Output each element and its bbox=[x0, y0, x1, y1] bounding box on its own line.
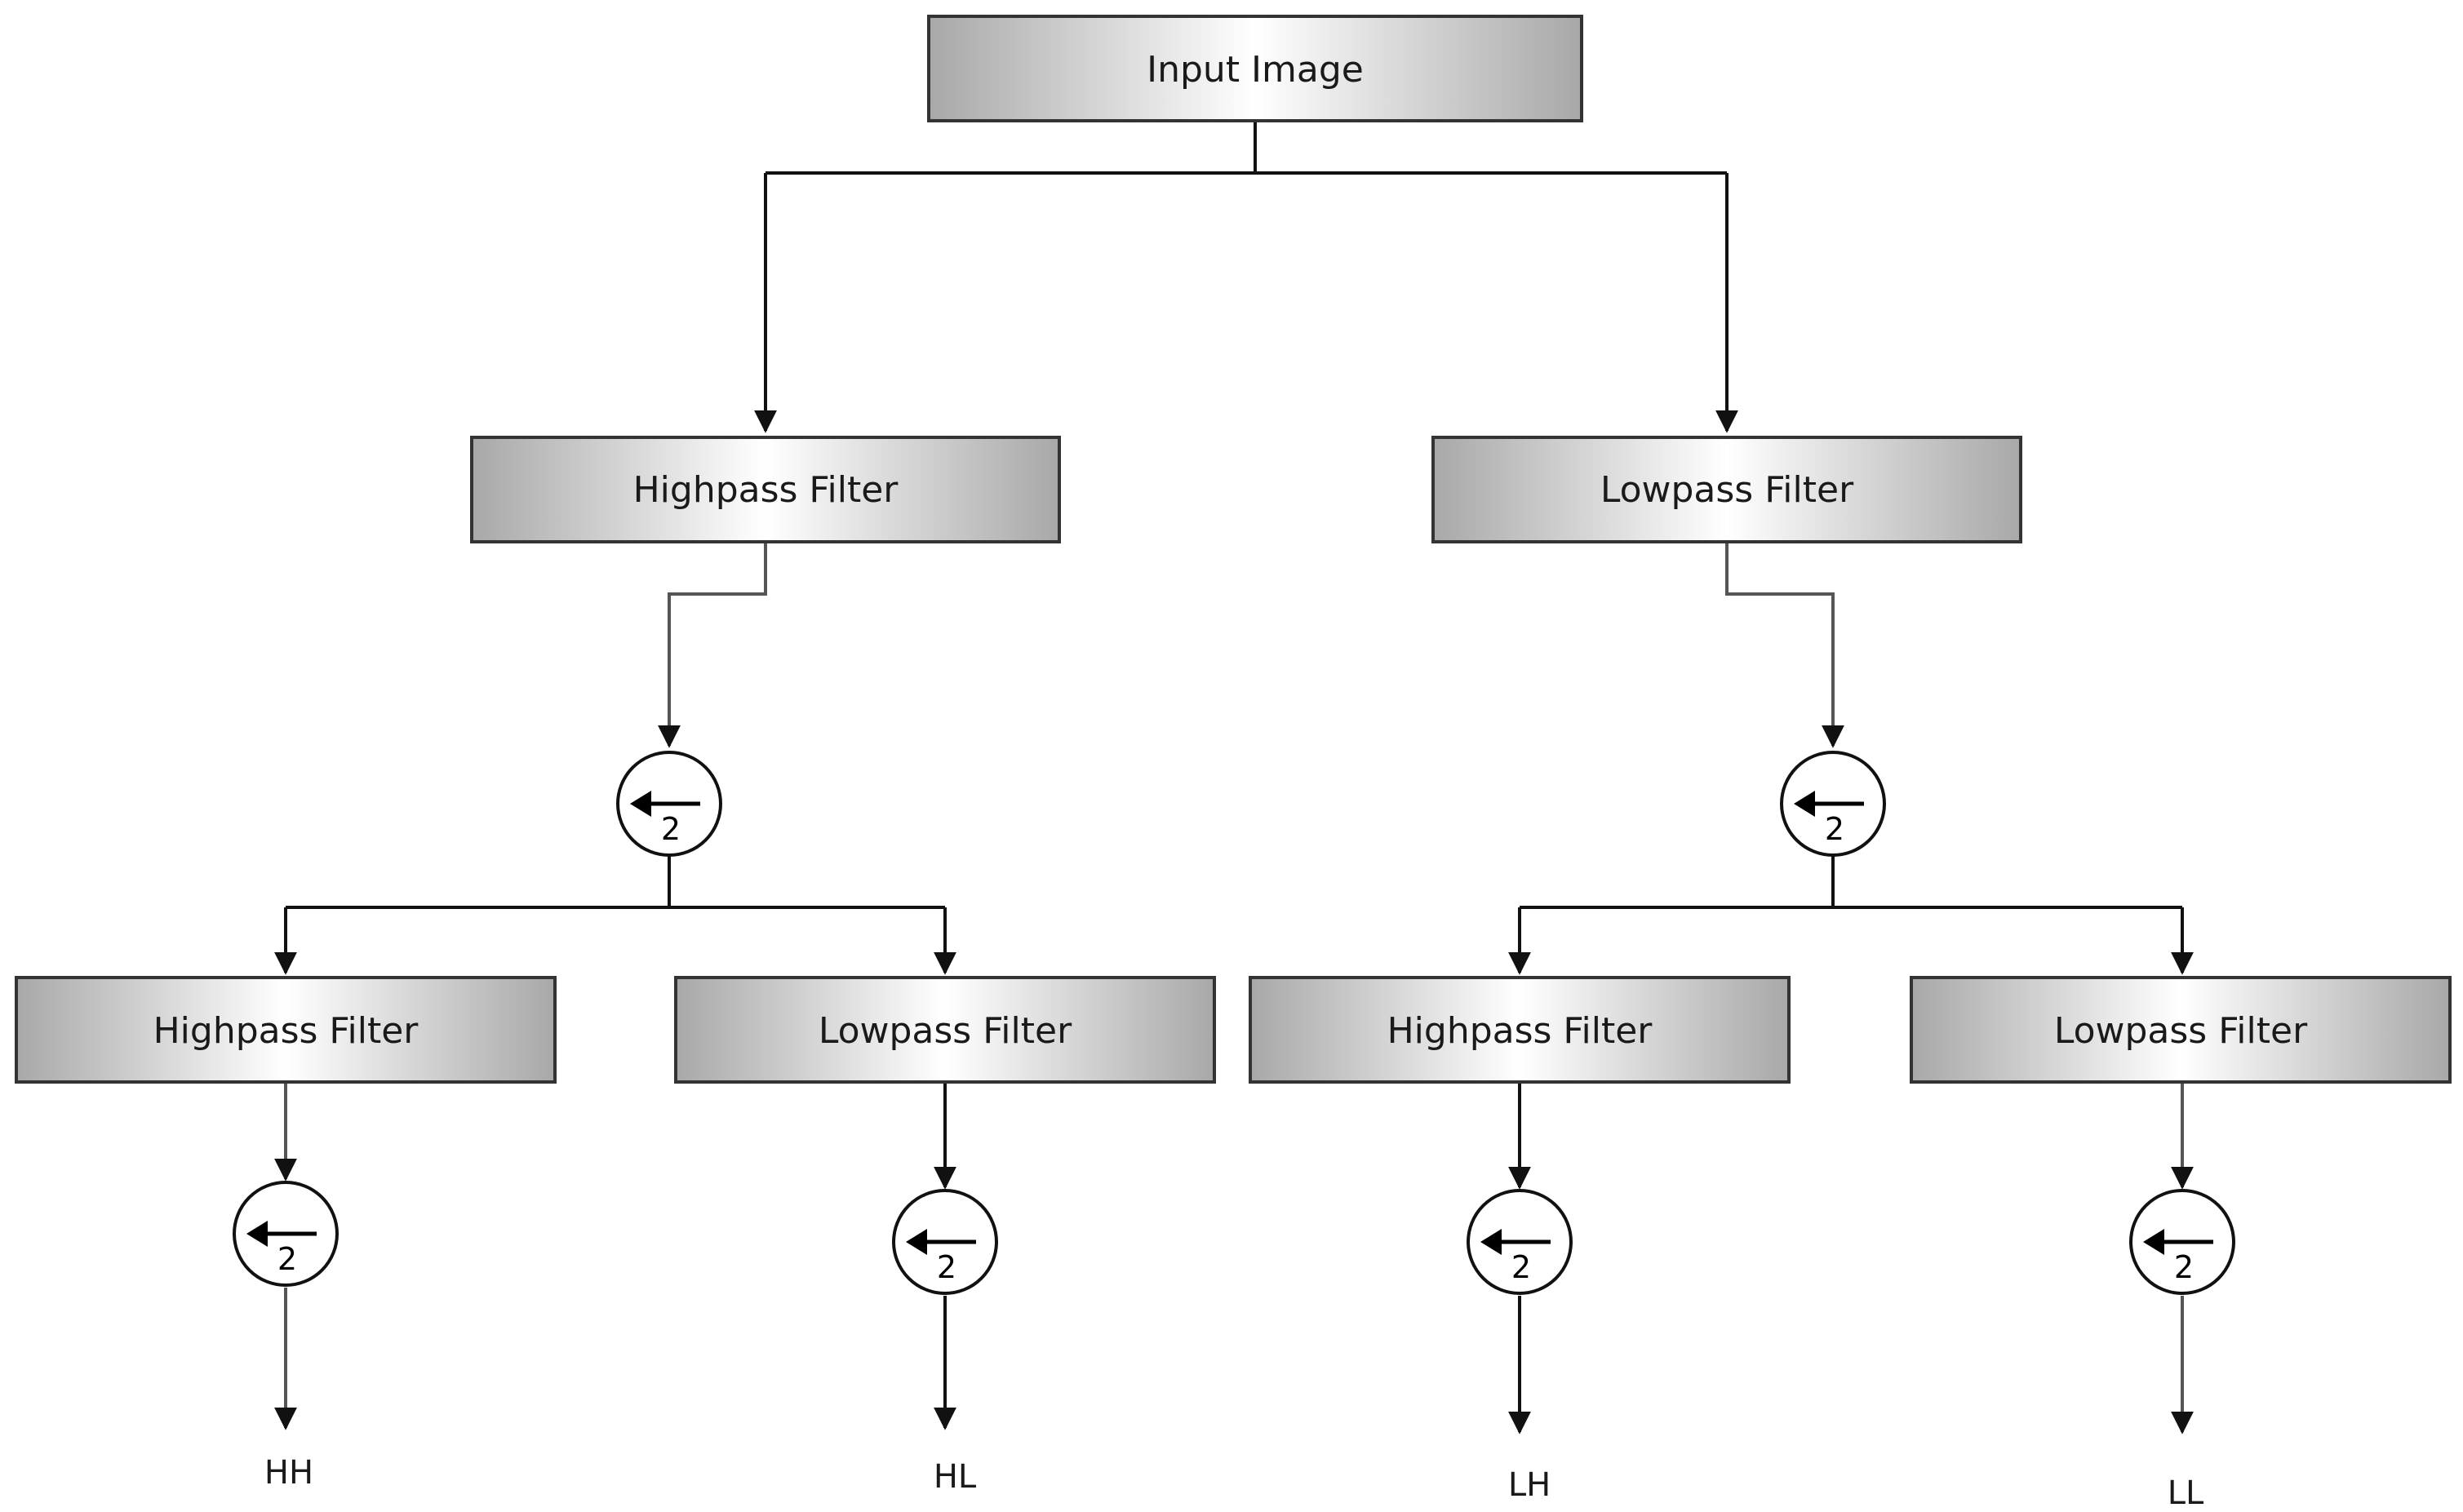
downsampler-l1-low: 2 bbox=[1780, 751, 1886, 857]
l1-highpass-filter-label: Highpass Filter bbox=[633, 469, 899, 511]
l2-highpass-filter-label-lh: Highpass Filter bbox=[1387, 1010, 1653, 1052]
downsample-factor: 2 bbox=[2174, 1249, 2194, 1285]
downsampler-l2-lh: 2 bbox=[1467, 1189, 1573, 1295]
downsampler-l2-hh: 2 bbox=[233, 1181, 339, 1287]
l2-highpass-filter-label-hh: Highpass Filter bbox=[153, 1010, 419, 1052]
downsample-factor: 2 bbox=[277, 1241, 297, 1277]
l2-highpass-filter-box-hh: Highpass Filter bbox=[15, 976, 557, 1084]
downsampler-l1-high: 2 bbox=[616, 751, 722, 857]
output-label-hl: HL bbox=[934, 1458, 977, 1496]
l2-lowpass-filter-box-hl: Lowpass Filter bbox=[674, 976, 1216, 1084]
output-label-ll: LL bbox=[2168, 1474, 2204, 1512]
downsample-arrow-left-icon bbox=[246, 1221, 317, 1247]
arrow-l1-high-to-ds bbox=[658, 542, 767, 748]
downsampler-l2-ll: 2 bbox=[2129, 1189, 2235, 1295]
output-label-lh: LH bbox=[1508, 1466, 1551, 1504]
arrow-l1-low-to-ds bbox=[1725, 542, 1844, 748]
input-image-box: Input Image bbox=[927, 15, 1583, 122]
input-image-label: Input Image bbox=[1147, 49, 1364, 91]
connectors bbox=[274, 121, 2194, 1434]
downsample-factor: 2 bbox=[1825, 811, 1844, 847]
output-label-hh: HH bbox=[264, 1454, 313, 1492]
downsample-arrow-left-icon bbox=[2143, 1229, 2213, 1255]
downsample-arrow-left-icon bbox=[1794, 791, 1864, 817]
downsample-factor: 2 bbox=[937, 1249, 956, 1285]
l1-highpass-filter-box: Highpass Filter bbox=[470, 436, 1061, 543]
l2-highpass-filter-box-lh: Highpass Filter bbox=[1249, 976, 1791, 1084]
downsample-factor: 2 bbox=[1511, 1249, 1531, 1285]
downsample-factor: 2 bbox=[661, 811, 681, 847]
downsample-arrow-left-icon bbox=[630, 791, 700, 817]
l2-lowpass-filter-label-hl: Lowpass Filter bbox=[819, 1010, 1072, 1052]
l1-lowpass-filter-box: Lowpass Filter bbox=[1431, 436, 2022, 543]
l1-lowpass-filter-label: Lowpass Filter bbox=[1600, 469, 1854, 511]
l2-lowpass-filter-box-ll: Lowpass Filter bbox=[1910, 976, 2452, 1084]
downsample-arrow-left-icon bbox=[1480, 1229, 1551, 1255]
downsampler-l2-hl: 2 bbox=[892, 1189, 998, 1295]
l2-lowpass-filter-label-ll: Lowpass Filter bbox=[2054, 1010, 2308, 1052]
downsample-arrow-left-icon bbox=[906, 1229, 976, 1255]
